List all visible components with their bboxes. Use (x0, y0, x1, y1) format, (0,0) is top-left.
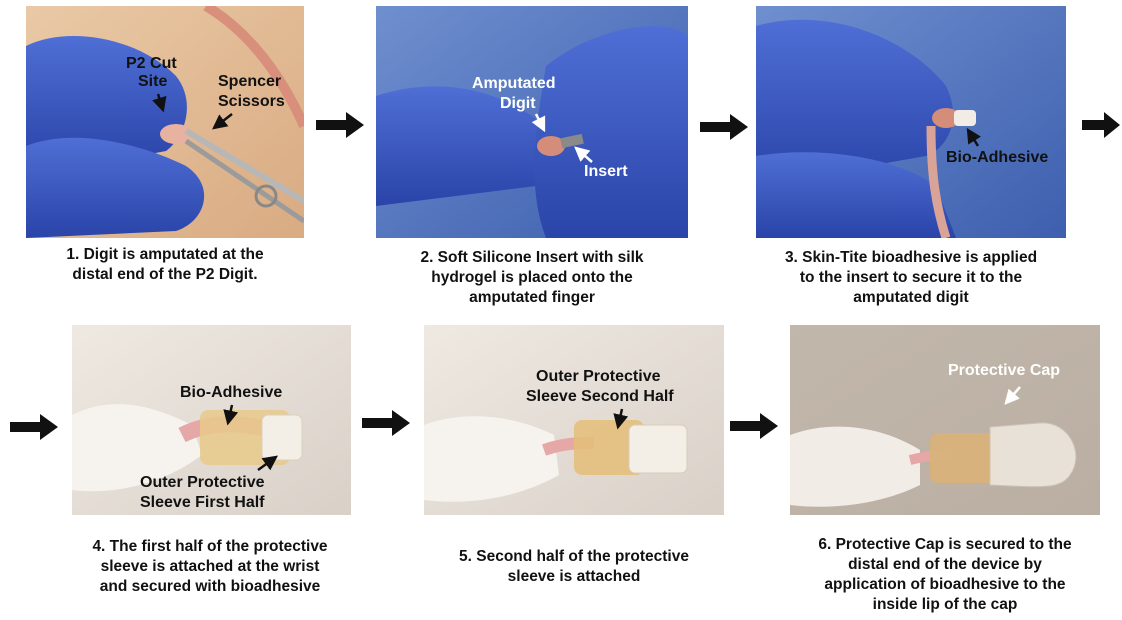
photo-step-1: P2 Cut Site Spencer Scissors (26, 6, 304, 238)
flow-arrow-icon (362, 408, 412, 438)
flow-arrow-icon (700, 112, 750, 142)
pointer-arrow-icon (790, 325, 1100, 515)
caption-line: application of bioadhesive to the (780, 575, 1110, 595)
caption-line: distal end of the device by (780, 555, 1110, 575)
caption-line: amputated digit (756, 288, 1066, 308)
caption-line: 2. Soft Silicone Insert with silk (376, 248, 688, 268)
caption-line: 5. Second half of the protective (424, 547, 724, 567)
caption-line: to the insert to secure it to the (756, 268, 1066, 288)
flow-arrow-icon (10, 412, 60, 442)
caption-line: amputated finger (376, 288, 688, 308)
caption-step-2: 2. Soft Silicone Insert with silk hydrog… (376, 248, 688, 308)
caption-line: 1. Digit is amputated at the (26, 245, 304, 265)
caption-step-1: 1. Digit is amputated at the distal end … (26, 245, 304, 285)
caption-line: sleeve is attached (424, 567, 724, 587)
caption-step-3: 3. Skin-Tite bioadhesive is applied to t… (756, 248, 1066, 308)
pointer-arrow-icon (424, 325, 724, 515)
flow-arrow-icon (730, 411, 780, 441)
pointer-arrow-icon (376, 6, 688, 238)
caption-step-5: 5. Second half of the protective sleeve … (424, 547, 724, 587)
caption-line: 3. Skin-Tite bioadhesive is applied (756, 248, 1066, 268)
photo-step-4: Bio-Adhesive Outer Protective Sleeve Fir… (72, 325, 351, 515)
flow-arrow-icon (316, 110, 366, 140)
caption-line: 6. Protective Cap is secured to the (780, 535, 1110, 555)
photo-step-3: Bio-Adhesive (756, 6, 1066, 238)
pointer-arrow-icon (26, 6, 304, 238)
photo-step-5: Outer Protective Sleeve Second Half (424, 325, 724, 515)
caption-line: sleeve is attached at the wrist (60, 557, 360, 577)
pointer-arrow-icon (756, 6, 1066, 238)
pointer-arrow-icon (72, 325, 351, 515)
caption-line: 4. The first half of the protective (60, 537, 360, 557)
photo-step-2: Amputated Digit Insert (376, 6, 688, 238)
caption-line: distal end of the P2 Digit. (26, 265, 304, 285)
caption-step-6: 6. Protective Cap is secured to the dist… (780, 535, 1110, 615)
caption-line: inside lip of the cap (780, 595, 1110, 615)
flow-arrow-icon (1082, 110, 1122, 140)
caption-line: and secured with bioadhesive (60, 577, 360, 597)
caption-step-4: 4. The first half of the protective slee… (60, 537, 360, 597)
caption-line: hydrogel is placed onto the (376, 268, 688, 288)
photo-step-6: Protective Cap (790, 325, 1100, 515)
